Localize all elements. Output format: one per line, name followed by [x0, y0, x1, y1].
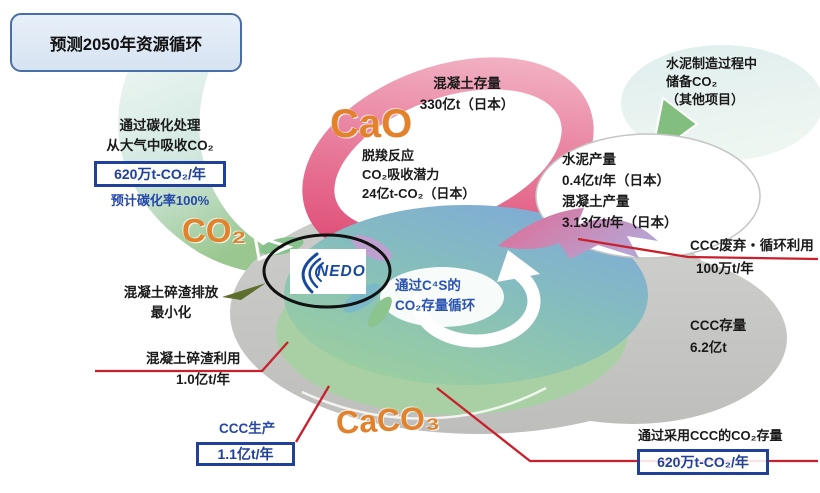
c4s-cycle-label: 通过C⁴S的 CO₂存量循环	[395, 278, 476, 314]
debris-use-label: 混凝土碎渣利用	[146, 351, 241, 366]
c4s-caption-blob	[380, 267, 504, 327]
cycle-arrow-head	[497, 250, 540, 282]
cao-label: CaO	[330, 102, 413, 146]
co2-capture-swirl	[118, 46, 305, 274]
debris-min-label: 混凝土碎渣排放 最小化	[123, 285, 219, 320]
carbonation-label: 通过碳化处理 从大气中吸收CO₂	[106, 118, 214, 154]
debris-use-value: 1.0亿t/年	[176, 372, 231, 387]
ccc-production-label: CCC生产	[219, 421, 276, 436]
nedo-logo-arcs	[301, 252, 324, 294]
caco3-label: CaCO₃	[335, 399, 441, 441]
carbonation-rate-label: 预计碳化率100%	[110, 193, 210, 208]
ccc-co2-storage-label: 通过采用CCC的CO₂存量	[638, 428, 783, 443]
ccc-waste-label: CCC废弃・循环利用	[690, 238, 814, 253]
co2-label: CO₂	[182, 212, 247, 249]
ccc-co2-storage-value-box: 620万t-CO₂/年	[637, 449, 769, 475]
title-box: 预测2050年资源循环	[10, 13, 242, 72]
tray-highlight	[301, 386, 547, 420]
ccc-production-value-box: 1.1亿t/年	[196, 442, 295, 466]
ccc-stock-label: CCC存量 6.2亿t	[690, 318, 747, 355]
carbonation-value-box: 620万t-CO₂/年	[94, 161, 226, 187]
ribbon-petal-green2	[368, 296, 392, 328]
nedo-ellipse	[262, 233, 392, 309]
cement-co2-storage-label: 水泥制造过程中 储备CO₂ （其他项目）	[666, 56, 758, 108]
decarboxylation-label: 脱羧反应 CO₂吸收潜力 24亿t-CO₂（日本）	[362, 148, 476, 201]
connector-ccc-waste	[577, 237, 819, 261]
concrete-stock-label: 混凝土存量 330亿t（日本）	[419, 76, 515, 112]
connector-debris-use	[95, 341, 289, 373]
ccc-waste-value: 100万t/年	[696, 261, 754, 276]
connector-ccc-production	[295, 385, 330, 443]
cement-production-label: 水泥产量 0.4亿t/年（日本） 混凝土产量 3.13亿t/年（日本）	[562, 152, 678, 230]
nedo-logo-text: NEDO	[317, 263, 366, 280]
debris-arrow	[222, 283, 266, 300]
